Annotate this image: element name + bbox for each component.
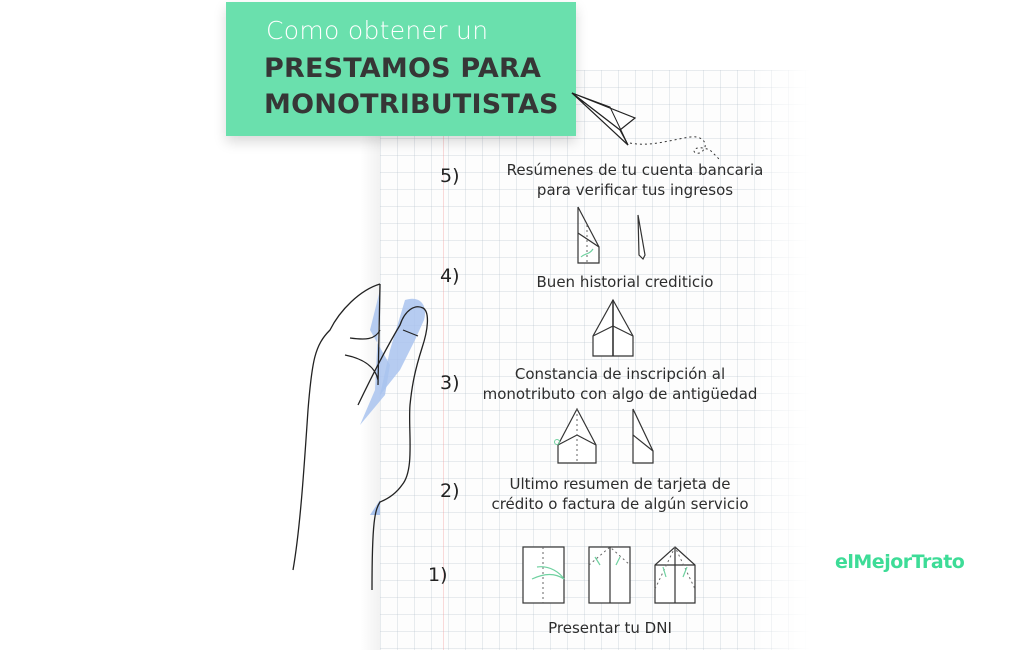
paper-fold-diagram-icon	[522, 545, 696, 604]
step-5-line-2: para verificar tus ingresos	[536, 181, 734, 199]
step-3-text: Constancia de inscripción al monotributo…	[460, 364, 780, 404]
margin-line	[443, 70, 444, 650]
step-3-number: 3)	[440, 372, 460, 394]
step-2-line-1: Ultimo resumen de tarjeta de	[509, 475, 731, 493]
hand-holding-paper-icon	[292, 283, 429, 591]
paper-plane-icon	[571, 92, 721, 161]
step-4-text: Buen historial crediticio	[470, 272, 780, 292]
title-line-2: MONOTRIBUTISTAS	[264, 89, 559, 120]
title-subtitle: Como obtener un	[266, 16, 489, 45]
paper-fold-diagram-icon	[554, 407, 654, 464]
step-5-number: 5)	[440, 165, 460, 187]
step-1-text: Presentar tu DNI	[520, 618, 700, 638]
title-banner: Como obtener un PRESTAMOS PARA MONOTRIBU…	[226, 2, 576, 136]
brand-logo: elMejorTrato	[835, 551, 965, 573]
step-5-line-1: Resúmenes de tu cuenta bancaria	[506, 161, 764, 179]
step-2-number: 2)	[440, 480, 460, 502]
step-5-text: Resúmenes de tu cuenta bancaria para ver…	[470, 160, 800, 200]
paper-shadow	[360, 70, 382, 650]
step-4-number: 4)	[440, 265, 460, 287]
step-3-line-1: Constancia de inscripción al	[514, 365, 726, 383]
step-1-line-1: Presentar tu DNI	[548, 619, 672, 637]
step-3-line-2: monotributo con algo de antigüedad	[482, 385, 758, 403]
step-2-text: Ultimo resumen de tarjeta de crédito o f…	[470, 474, 770, 514]
step-1-number: 1)	[428, 564, 448, 586]
paper-fold-diagram-icon	[592, 298, 634, 357]
step-2-line-2: crédito o factura de algún servicio	[491, 495, 749, 513]
step-4-line-1: Buen historial crediticio	[536, 273, 714, 291]
paper-fold-diagram-icon	[577, 206, 646, 264]
title-line-1: PRESTAMOS PARA	[264, 53, 542, 84]
